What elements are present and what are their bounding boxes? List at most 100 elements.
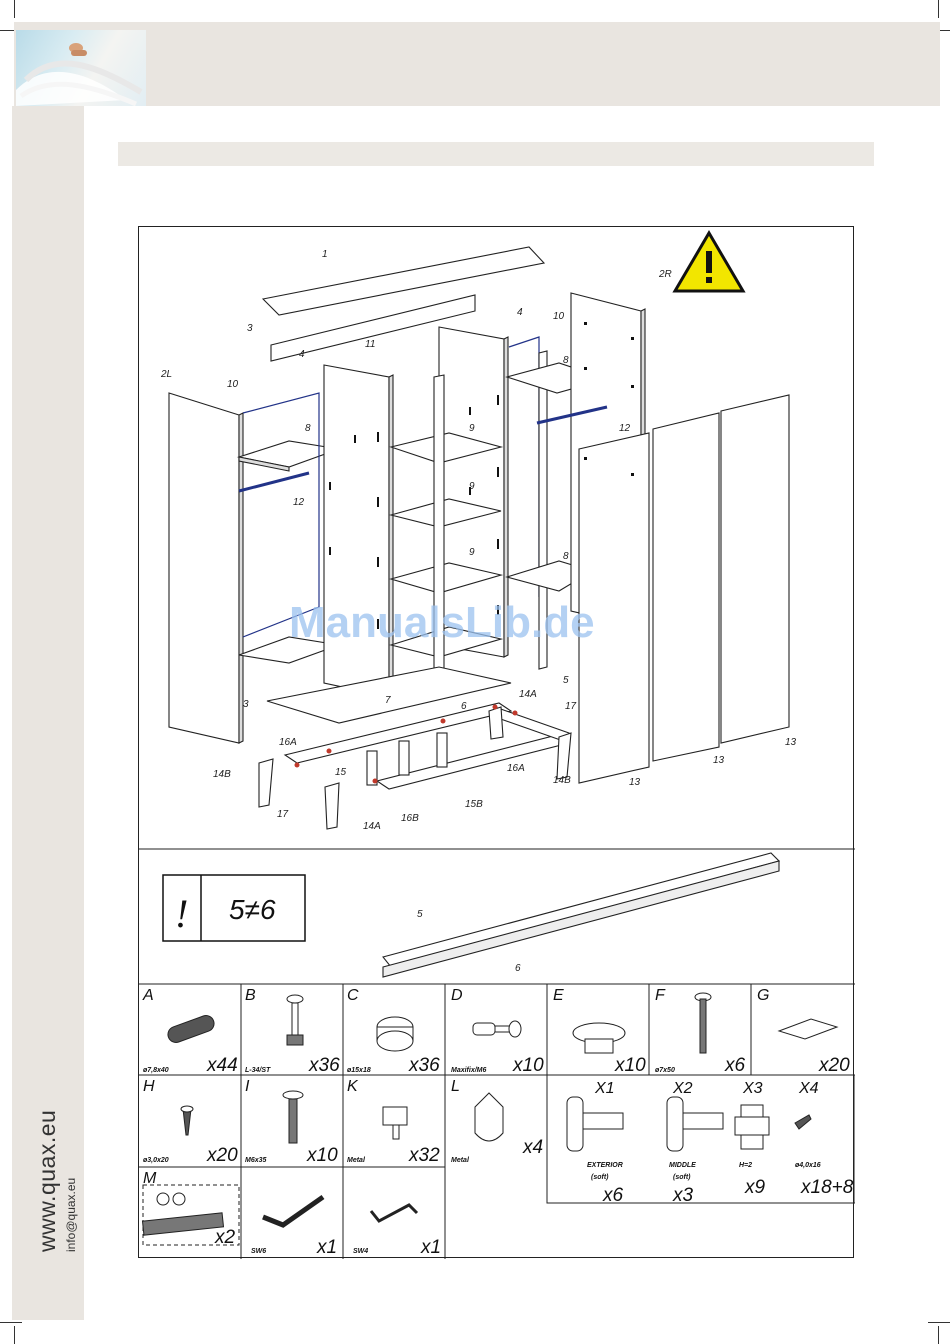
hardware-spec: SW6 — [251, 1248, 266, 1255]
rail-drawing — [382, 852, 781, 978]
hardware-letter: H — [143, 1078, 155, 1095]
part-label: 15B — [465, 799, 483, 810]
part-label: 7 — [385, 695, 391, 706]
part-label: 14A — [363, 821, 381, 832]
part-label: 8 — [563, 551, 569, 562]
hinge-letter: X4 — [798, 1080, 819, 1097]
hardware-letter: I — [245, 1078, 250, 1095]
part-label: 3 — [243, 699, 249, 710]
warning-mark: ! — [175, 891, 188, 936]
hinge-qty: x9 — [744, 1177, 766, 1198]
part-label: 12 — [619, 423, 631, 434]
cam-lock-icon — [376, 1016, 414, 1052]
website-text[interactable]: www.quax.eu — [34, 1109, 60, 1252]
crop-mark — [0, 30, 22, 31]
hinge-qty: x18+8 — [800, 1177, 854, 1198]
part-label: 11 — [365, 339, 375, 350]
part-label: 5 — [563, 675, 569, 686]
hinge-letter: X2 — [672, 1080, 693, 1097]
hardware-qty: x4 — [522, 1137, 543, 1158]
furniture-glide-icon — [572, 1022, 626, 1054]
watermark-text: ManualsLib.de — [289, 598, 595, 647]
part-label: 17 — [277, 809, 289, 820]
part-label: 15 — [335, 767, 347, 778]
exterior-hinge-icon — [566, 1096, 624, 1152]
hinge-plate-icon — [734, 1104, 770, 1150]
hinge-sub: (soft) — [591, 1174, 609, 1181]
part-label: 16A — [279, 737, 297, 748]
hardware-letter: E — [553, 987, 564, 1004]
part-label: 9 — [469, 481, 475, 492]
hardware-qty: x10 — [306, 1145, 338, 1166]
hardware-letter: A — [142, 987, 154, 1004]
screw-icon — [694, 992, 712, 1054]
hardware-spec: Maxifix/M6 — [451, 1067, 487, 1074]
section-title-bar — [118, 142, 874, 166]
header-photo — [16, 30, 146, 106]
part-labels: 1 2L 2R 3 3 4 4 5 6 7 8 8 8 9 9 9 10 10 … — [160, 249, 797, 832]
warning-triangle-icon — [672, 230, 746, 293]
hardware-letter: M — [143, 1170, 157, 1187]
hardware-qty: x10 — [512, 1055, 544, 1076]
part-label: 13 — [629, 777, 641, 788]
part-label: 4 — [299, 349, 305, 360]
hinge-sub: (soft) — [673, 1174, 691, 1181]
hardware-qty: x10 — [614, 1055, 646, 1076]
allen-key-small-icon — [369, 1203, 419, 1223]
hinge-letter: X3 — [742, 1080, 763, 1097]
part-label: 4 — [517, 307, 523, 318]
part-label: 16A — [507, 763, 525, 774]
part-label: 6 — [461, 701, 467, 712]
hardware-grid — [139, 984, 855, 1259]
hardware-spec: Metal — [451, 1157, 470, 1164]
panel-holes — [329, 322, 634, 629]
connector-icon — [472, 1020, 522, 1038]
hardware-letter: D — [451, 987, 463, 1004]
hardware-spec: M6x35 — [245, 1157, 267, 1164]
rule-text: 5≠6 — [229, 894, 276, 925]
bracket-plate-icon — [777, 1018, 839, 1040]
side-band — [12, 106, 84, 1320]
part-label: 10 — [227, 379, 239, 390]
middle-hinge-icon — [666, 1096, 724, 1152]
hardware-spec: SW4 — [353, 1248, 368, 1255]
hardware-letter: B — [245, 987, 256, 1004]
part-label: 14B — [553, 775, 571, 786]
crop-mark — [0, 1322, 22, 1323]
part-label: 2R — [658, 269, 672, 280]
header-band — [14, 22, 940, 106]
hinge-qty: x3 — [672, 1185, 694, 1206]
crop-mark — [14, 0, 15, 18]
cover-cap-kit-icon — [141, 1184, 240, 1246]
hardware-qty: x6 — [724, 1055, 746, 1076]
rule-box: ! 5≠6 — [162, 874, 306, 942]
hardware-drawings — [141, 992, 839, 1246]
part-label: 13 — [785, 737, 797, 748]
email-text[interactable]: info@quax.eu — [64, 1177, 78, 1252]
small-screw-icon — [180, 1105, 194, 1136]
allen-key-large-icon — [262, 1194, 325, 1228]
hardware-qty: x32 — [408, 1145, 440, 1166]
hardware-spec: ø7x50 — [655, 1067, 675, 1074]
hinge-spec: EXTERIOR — [587, 1162, 623, 1169]
hinge-spec: MIDDLE — [669, 1162, 696, 1169]
hinge-spec: H=2 — [739, 1162, 752, 1169]
rail-holder-icon — [474, 1092, 504, 1142]
crop-mark — [938, 1326, 939, 1344]
assembly-diagram: 1 2L 2R 3 3 4 4 5 6 7 8 8 8 9 9 9 10 10 … — [138, 226, 855, 1259]
hinge-qty: x6 — [602, 1185, 624, 1206]
part-label: 8 — [305, 423, 311, 434]
rail-label: 6 — [515, 963, 521, 974]
hinge-screw-icon — [794, 1114, 812, 1130]
bolt-m6-icon — [282, 1090, 304, 1144]
hardware-qty: x36 — [408, 1055, 440, 1076]
hardware-spec: Metal — [347, 1157, 366, 1164]
hardware-spec: L-34/ST — [245, 1067, 271, 1074]
part-label: 13 — [713, 755, 725, 766]
part-label: 14A — [519, 689, 537, 700]
hinge-spec: ø4,0x16 — [795, 1162, 821, 1169]
crop-mark — [14, 1326, 15, 1344]
hardware-qty: x20 — [206, 1145, 238, 1166]
part-label: 8 — [563, 355, 569, 366]
crop-mark — [928, 1322, 950, 1323]
